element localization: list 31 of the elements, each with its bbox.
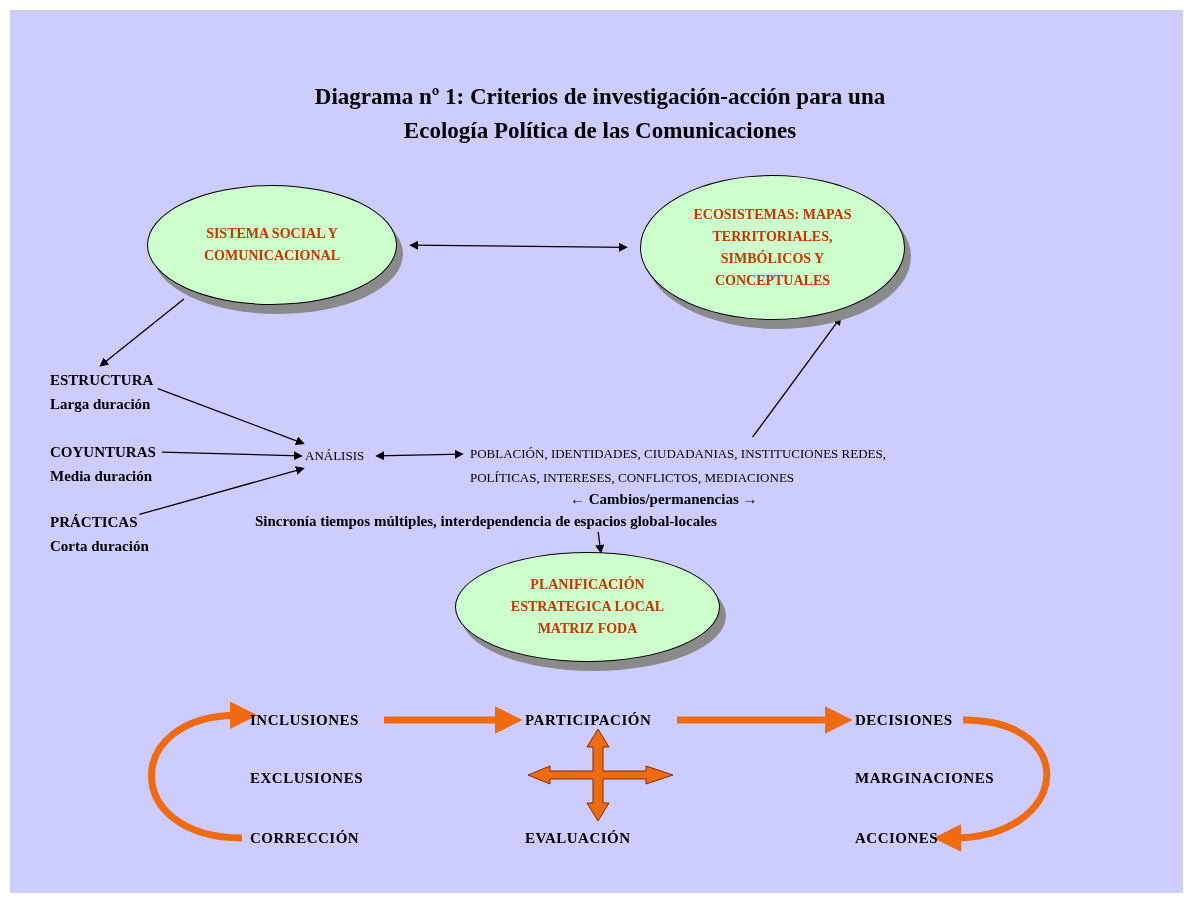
- node-heading: COYUNTURAS: [50, 443, 156, 462]
- node-text: PLANIFICACIÓN ESTRATEGICA LOCAL MATRIZ FODA: [509, 575, 666, 638]
- node-text: EVALUACIÓN: [525, 826, 635, 850]
- block-arrow: [933, 716, 1050, 852]
- node-text: ACCIONES: [855, 826, 941, 850]
- node-subtext: Larga duración: [50, 395, 151, 414]
- node-subtext: Corta duración: [50, 537, 149, 556]
- arrow: [161, 451, 303, 461]
- node-text: SISTEMA SOCIAL Y COMUNICACIONAL: [202, 225, 342, 265]
- note-text: ← Cambios/permanencias →: [570, 490, 758, 509]
- node-text: CORRECCIÓN: [250, 826, 362, 850]
- arrow: [595, 531, 605, 554]
- node-text: Sincronía tiempos múltiples, interdependencia de espacios global-locales: [255, 510, 915, 532]
- arrow: [157, 388, 305, 445]
- diagram-title: Diagrama nº 1: Criterios de investigación-acción para una Ecología Política de las Comunicaciones: [313, 83, 887, 145]
- node-text: MARGINACIONES: [855, 766, 997, 790]
- node-heading: PRÁCTICAS: [50, 513, 138, 532]
- node-text: ANÁLISIS: [305, 444, 369, 468]
- node-text: POBLACIÓN, IDENTIDADES, CIUDADANIAS, INSTITUCIONES REDES, POLÍTICAS, INTERESES, CONFLICTOS, MEDIACIONES: [470, 442, 920, 490]
- node-subtext: Media duración: [50, 467, 153, 486]
- arrow: [99, 298, 185, 367]
- node-text: DECISIONES: [855, 708, 955, 732]
- node-text: PARTICIPACIÓN: [525, 708, 655, 732]
- arrow: [138, 466, 305, 516]
- node-text: INCLUSIONES: [250, 708, 362, 732]
- block-arrow: [148, 702, 258, 842]
- node-heading: ESTRUCTURA: [50, 371, 154, 390]
- node-text: ECOSISTEMAS: MAPAS TERRITORIALES, SIMBÓLICOS Y CONCEPTUALES: [692, 205, 853, 290]
- node-text: EXCLUSIONES: [250, 766, 368, 790]
- arrow: [375, 449, 464, 461]
- arrow: [409, 240, 628, 252]
